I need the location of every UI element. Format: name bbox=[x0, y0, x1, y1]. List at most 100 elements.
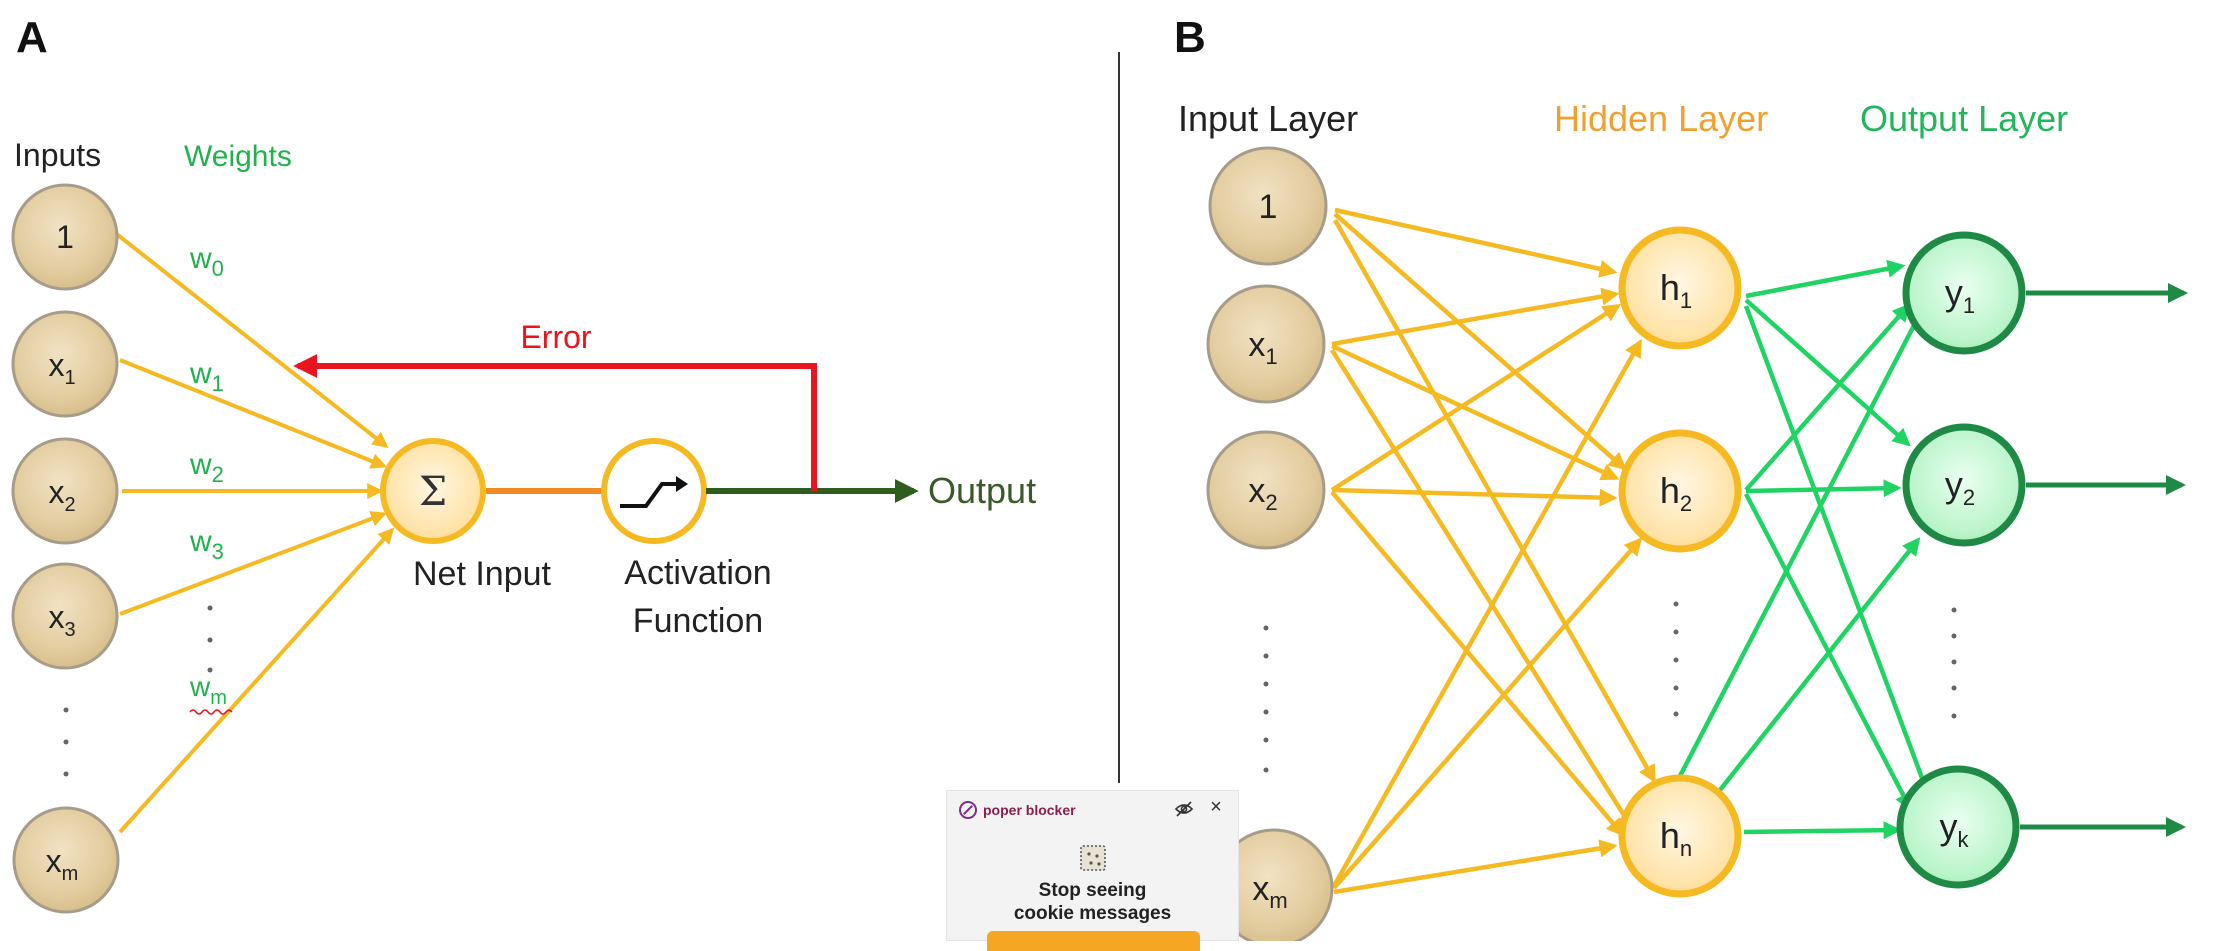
edge bbox=[1743, 821, 1902, 840]
input-node-subscript: m bbox=[62, 863, 79, 885]
activation-label: Activation bbox=[624, 554, 771, 592]
svg-text:y2: y2 bbox=[1945, 464, 1975, 510]
edge bbox=[1330, 490, 1625, 837]
weight-label: wm bbox=[189, 671, 227, 709]
edge bbox=[1744, 303, 1911, 492]
input-layer-header: Input Layer bbox=[1178, 98, 1358, 139]
svg-text:x3: x3 bbox=[48, 599, 75, 641]
error-label: Error bbox=[520, 319, 591, 355]
inputs-header: Inputs bbox=[14, 137, 101, 173]
cookie-icon bbox=[1078, 843, 1108, 873]
output-node: y1 bbox=[1902, 231, 2026, 355]
input-layer-node: xm bbox=[1214, 828, 1334, 941]
edge bbox=[1332, 537, 1643, 890]
input-node: xm bbox=[12, 806, 120, 914]
activation-node bbox=[601, 438, 707, 544]
close-icon[interactable]: × bbox=[1210, 796, 1222, 818]
svg-text:h2: h2 bbox=[1660, 470, 1692, 516]
edge bbox=[1332, 338, 1642, 888]
edge bbox=[1331, 287, 1620, 347]
input-node-subscript: 3 bbox=[64, 619, 75, 641]
input-node-subscript: 1 bbox=[64, 367, 75, 389]
activation-label: Function bbox=[633, 602, 763, 640]
input-layer-node: x2 bbox=[1206, 430, 1326, 550]
edge bbox=[1330, 348, 1634, 832]
input-node-label: x bbox=[48, 474, 64, 510]
input-layer-ellipsis bbox=[1263, 625, 1269, 773]
output-node-label: y bbox=[1945, 272, 1963, 313]
popup-action-button[interactable] bbox=[987, 931, 1200, 951]
hide-eye-icon[interactable] bbox=[1174, 799, 1194, 819]
output-node-label: y bbox=[1940, 806, 1958, 847]
input-node-subscript: 2 bbox=[64, 494, 75, 516]
edge bbox=[1331, 487, 1618, 507]
input-layer-node-subscript: m bbox=[1269, 888, 1287, 913]
svg-text:h1: h1 bbox=[1660, 267, 1692, 313]
output-node: y2 bbox=[1902, 423, 2026, 547]
popup-message-line1: Stop seeing bbox=[1038, 880, 1147, 901]
popup-message-line2: cookie messages bbox=[1013, 903, 1172, 924]
edge bbox=[1744, 298, 1911, 447]
input-node-label: x bbox=[46, 843, 62, 879]
hidden-output-edges bbox=[1678, 259, 1932, 840]
svg-text:x1: x1 bbox=[48, 347, 75, 389]
svg-text:x2: x2 bbox=[48, 474, 75, 516]
hidden-node-label: h bbox=[1660, 267, 1680, 308]
svg-text:hn: hn bbox=[1660, 815, 1692, 861]
connection-line bbox=[119, 358, 387, 469]
edge bbox=[1333, 218, 1656, 784]
hidden-node: h2 bbox=[1618, 429, 1742, 553]
poper-blocker-logo-icon bbox=[959, 801, 977, 819]
weight-label: w3 bbox=[189, 525, 224, 564]
cookie-blocker-popup: poper blocker × Stop seeing cookie messa… bbox=[946, 790, 1239, 951]
edge bbox=[1745, 479, 1902, 498]
connection-line bbox=[118, 527, 395, 834]
panel-b-label: B bbox=[1174, 13, 1206, 62]
edge bbox=[1678, 306, 1924, 778]
sum-symbol: Σ bbox=[419, 469, 447, 515]
input-node: 1 bbox=[11, 183, 119, 291]
weight-label: w2 bbox=[189, 448, 224, 487]
svg-text:xm: xm bbox=[1252, 870, 1287, 913]
input-layer-node-label: x bbox=[1248, 472, 1265, 510]
hidden-node-subscript: 2 bbox=[1680, 491, 1692, 516]
input-layer-node-subscript: 2 bbox=[1265, 490, 1277, 515]
hidden-node: hn bbox=[1618, 774, 1742, 898]
hidden-node-label: h bbox=[1660, 470, 1680, 511]
output-node-label: y bbox=[1945, 464, 1963, 505]
panel-a-label: A bbox=[16, 13, 48, 62]
spellcheck-underline bbox=[189, 709, 233, 715]
edge bbox=[1330, 304, 1622, 492]
svg-text:x2: x2 bbox=[1248, 472, 1277, 515]
output-node-subscript: 1 bbox=[1963, 293, 1975, 318]
input-layer-node-label: x bbox=[1248, 326, 1265, 364]
input-node-label: x bbox=[48, 347, 64, 383]
edge bbox=[1745, 259, 1906, 299]
input-node-label: x bbox=[48, 599, 64, 635]
connection-line bbox=[119, 511, 387, 616]
edge bbox=[1331, 343, 1620, 481]
input-node: x1 bbox=[11, 310, 119, 418]
weight-label: w1 bbox=[189, 357, 224, 396]
input-layer-node-label: x bbox=[1252, 870, 1269, 908]
output-node: yk bbox=[1896, 765, 2020, 889]
popup-brand: poper blocker bbox=[959, 801, 1076, 819]
input-node-label: 1 bbox=[56, 219, 74, 255]
step-function-icon bbox=[620, 482, 678, 508]
weight-label: w0 bbox=[189, 242, 224, 281]
hidden-node: h1 bbox=[1618, 226, 1742, 350]
hidden-node-subscript: 1 bbox=[1680, 288, 1692, 313]
input-node: x2 bbox=[11, 437, 119, 545]
edge bbox=[1718, 537, 1921, 792]
svg-text:xm: xm bbox=[46, 843, 79, 885]
output-label: Output bbox=[928, 470, 1036, 511]
edge bbox=[1333, 839, 1618, 895]
input-layer-node-label: 1 bbox=[1259, 188, 1278, 226]
output-layer-header: Output Layer bbox=[1860, 98, 2068, 139]
input-hidden-edges bbox=[1330, 207, 1656, 895]
input-connections bbox=[112, 230, 395, 834]
weights-header: Weights bbox=[184, 140, 292, 173]
output-arrows bbox=[2020, 283, 2188, 837]
output-node-subscript: k bbox=[1958, 827, 1970, 852]
